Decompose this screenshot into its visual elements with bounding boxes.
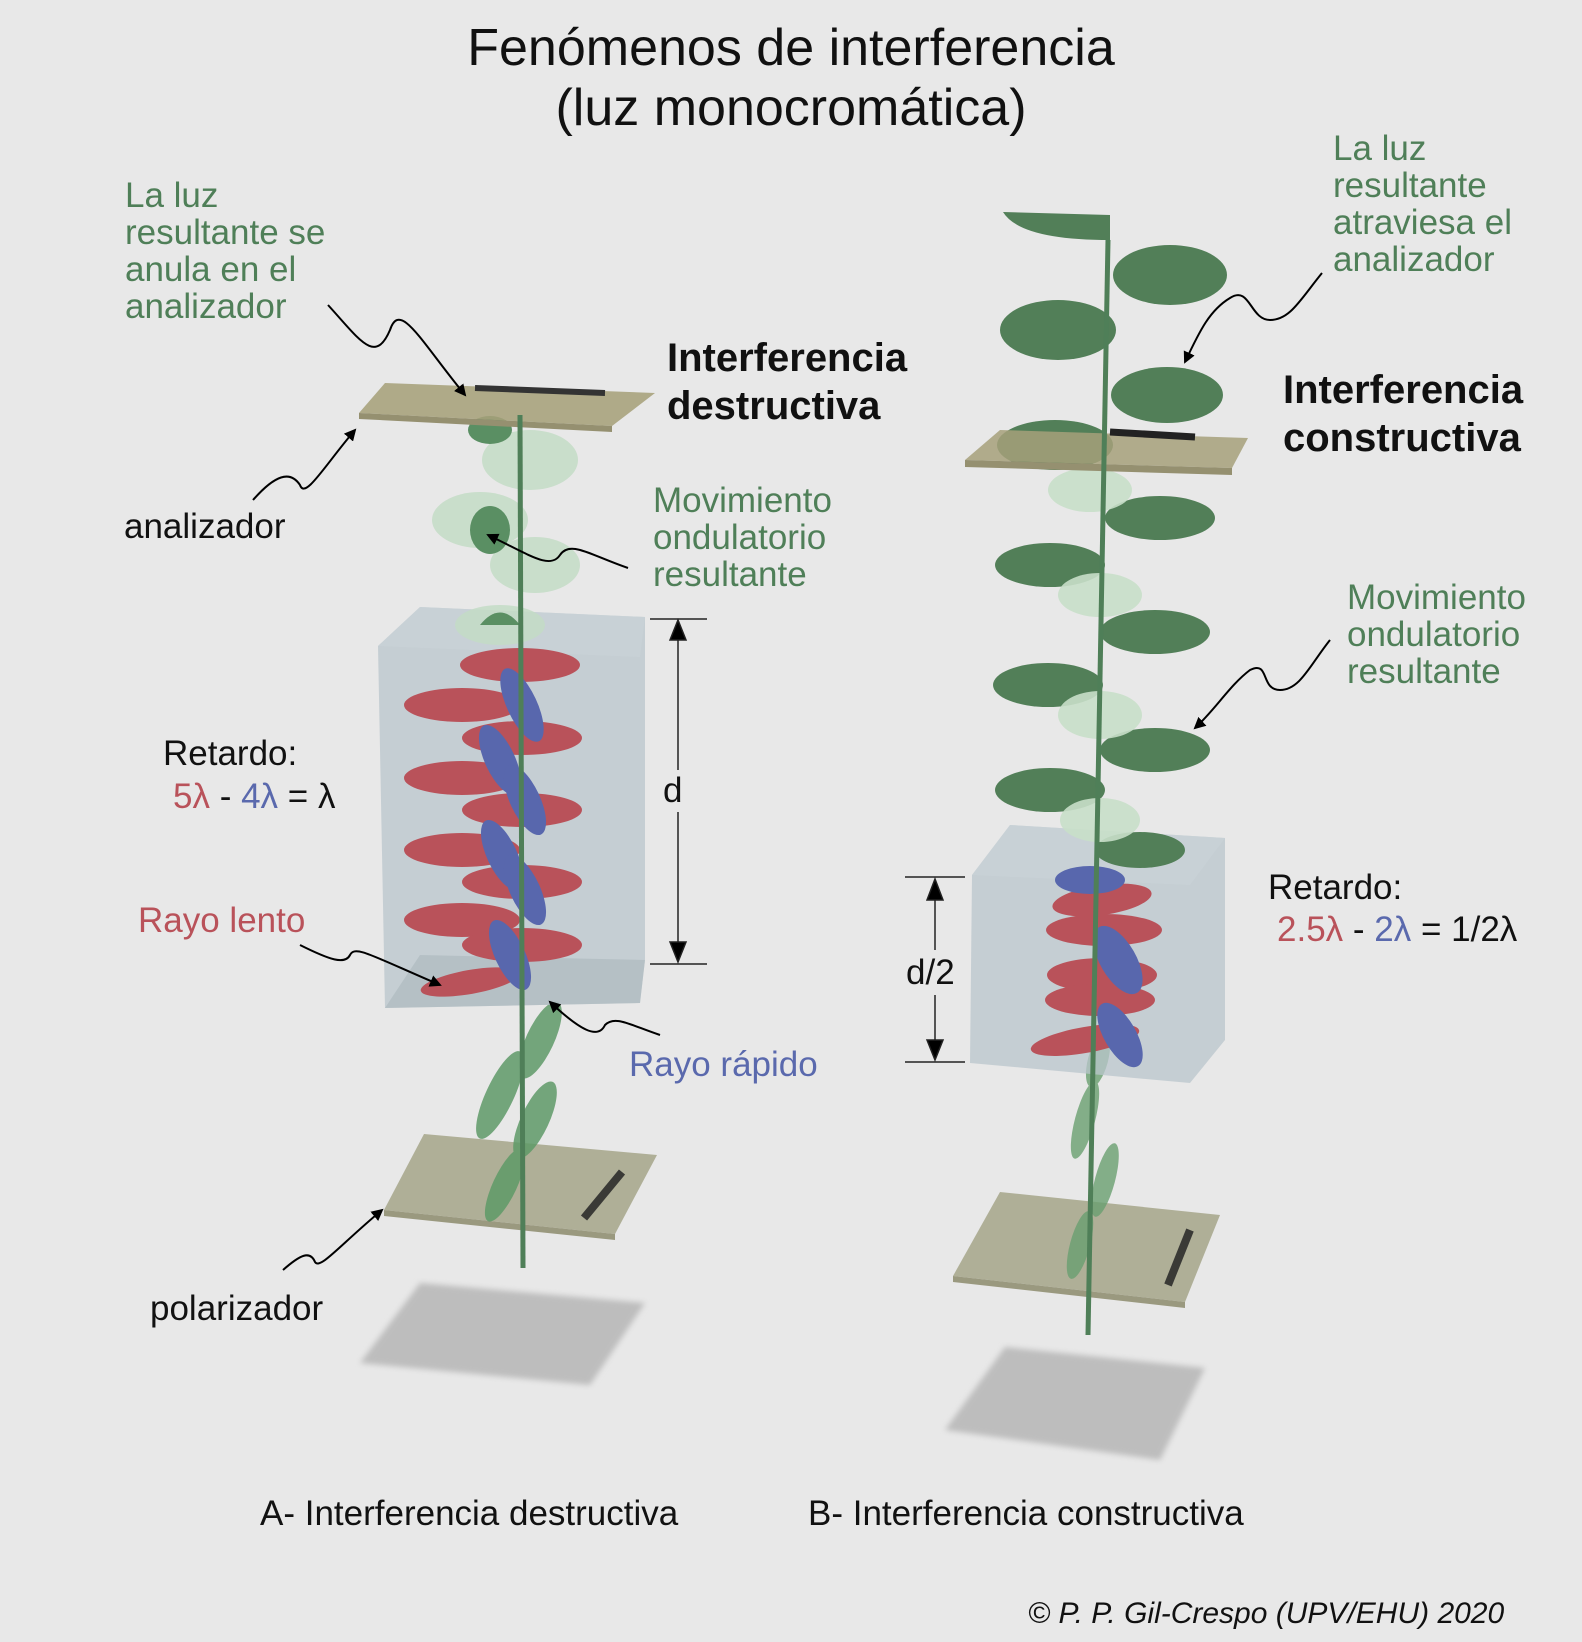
note-line: La luz <box>1333 129 1427 168</box>
note-line: resultante <box>1333 166 1487 205</box>
propagation-axis-a <box>517 414 526 1269</box>
retardation-result: = λ <box>287 777 336 816</box>
analyzer-plate-a <box>359 383 655 432</box>
polarization-arrow-icon <box>1164 1228 1194 1287</box>
panel-a-graphic <box>252 304 707 1385</box>
copyright: © P. P. Gil-Crespo (UPV/EHU) 2020 <box>1028 1597 1505 1630</box>
fast-ray-wavelengths: 4λ <box>241 777 279 816</box>
retardation-formula-b: 2.5λ - 2λ = 1/2λ <box>1277 911 1517 948</box>
slow-ray-wavelengths: 2.5λ <box>1277 910 1344 949</box>
dimension-d-half <box>905 876 965 1063</box>
slow-ray-wavelengths: 5λ <box>173 777 210 816</box>
fast-ray-label: Rayo rápido <box>629 1045 818 1084</box>
note-line: analizador <box>1333 240 1495 279</box>
resultant-line: Movimiento <box>653 481 832 520</box>
dimension-d <box>650 617 707 965</box>
polarization-arrow-icon <box>580 1169 626 1221</box>
resultant-line: ondulatorio <box>653 518 827 557</box>
shadow-a <box>360 1283 645 1385</box>
heading-line: destructiva <box>667 384 881 428</box>
retardation-result: = 1/2λ <box>1420 910 1518 949</box>
shadow-b <box>945 1347 1205 1460</box>
resultant-line: ondulatorio <box>1347 615 1521 654</box>
page-title: Fenómenos de interferencia (luz monocrom… <box>0 18 1582 138</box>
fast-ray-wave-b <box>1055 866 1143 1068</box>
caption-b: B- Interferencia constructiva <box>808 1494 1244 1533</box>
note-destructive: La luz resultante se anula en el analiza… <box>125 177 325 325</box>
resultant-line: Movimiento <box>1347 578 1526 617</box>
note-constructive: La luz resultante atraviesa el analizado… <box>1333 130 1512 278</box>
heading-constructive: Interferencia constructiva <box>1283 366 1523 462</box>
minus-sign: - <box>1352 910 1365 949</box>
panel-b-graphic <box>905 212 1331 1460</box>
note-line: analizador <box>125 287 287 326</box>
caption-a: A- Interferencia destructiva <box>260 1494 679 1533</box>
title-line-2: (luz monocromática) <box>555 79 1027 137</box>
polarizer-label: polarizador <box>150 1289 324 1328</box>
note-line: resultante se <box>125 213 326 252</box>
title-line-1: Fenómenos de interferencia <box>467 19 1115 77</box>
heading-line: constructiva <box>1283 416 1521 460</box>
fast-ray-wavelengths: 2λ <box>1374 910 1412 949</box>
callout-arrows-a <box>252 304 661 1271</box>
propagation-axis-b <box>1085 239 1111 1336</box>
heading-line: Interferencia <box>1283 368 1524 412</box>
thickness-label-d: d <box>663 771 683 810</box>
analyzer-label: analizador <box>124 507 286 546</box>
resultant-motion-label-a: Movimiento ondulatorio resultante <box>653 482 832 593</box>
retardation-label-a: Retardo: <box>163 734 298 773</box>
minus-sign: - <box>219 777 232 816</box>
resultant-line: resultante <box>1347 652 1501 691</box>
callout-arrows-b <box>1183 272 1331 730</box>
resultant-wave-a <box>432 416 580 645</box>
note-line: La luz <box>125 176 219 215</box>
retardation-formula-a: 5λ - 4λ = λ <box>173 778 335 815</box>
heading-line: Interferencia <box>667 336 908 380</box>
resultant-line: resultante <box>653 555 807 594</box>
resultant-motion-label-b: Movimiento ondulatorio resultante <box>1347 579 1526 690</box>
retardation-label-b: Retardo: <box>1268 868 1403 907</box>
note-line: anula en el <box>125 250 297 289</box>
heading-destructive: Interferencia destructiva <box>667 334 907 430</box>
slow-ray-label: Rayo lento <box>138 901 306 940</box>
note-line: atraviesa el <box>1333 203 1512 242</box>
thickness-label-d-half: d/2 <box>906 953 955 992</box>
resultant-wave-b <box>993 212 1227 868</box>
incident-wave-a <box>476 1001 562 1222</box>
